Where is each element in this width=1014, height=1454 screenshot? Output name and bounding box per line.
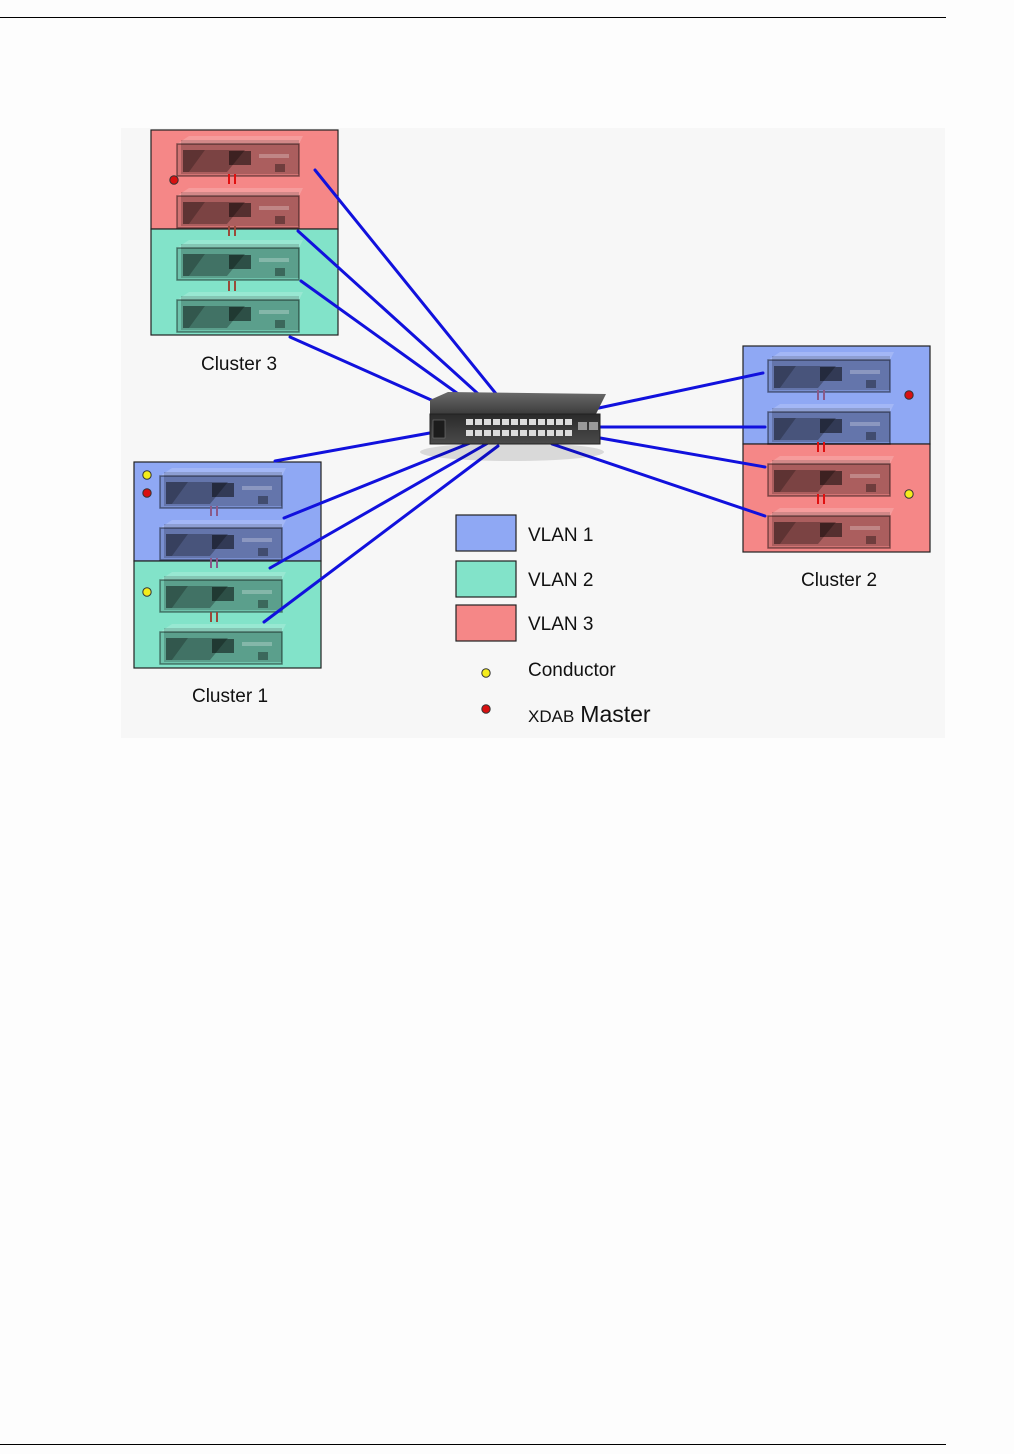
link-line: [262, 444, 500, 624]
xdab-master-dot-icon: [142, 488, 152, 498]
storage-array-icon: [176, 239, 304, 281]
link-line: [282, 437, 482, 520]
storage-array-icon: [176, 291, 304, 333]
legend: VLAN 1 VLAN 2 VLAN 3 Conductor XDAB Maste…: [455, 514, 651, 727]
stack-link-icon: [817, 442, 825, 504]
xdab-master-dot-icon: [481, 704, 491, 714]
stack-link-icon: [210, 612, 218, 622]
legend-xdab-suffix: Master: [580, 701, 651, 727]
cluster-3: Cluster 3: [150, 129, 339, 375]
cluster-1-caption: Cluster 1: [192, 686, 268, 707]
storage-array-icon: [176, 187, 304, 229]
legend-xdab-master-label: XDAB Master: [528, 701, 651, 727]
conductor-dot-icon: [904, 489, 914, 499]
network-switch-icon: [420, 392, 606, 461]
legend-vlan1-label: VLAN 1: [528, 525, 593, 546]
stack-link-icon: [817, 390, 825, 400]
storage-array-icon: [159, 519, 287, 561]
storage-array-icon: [159, 571, 287, 613]
xdab-master-dot-icon: [169, 175, 179, 185]
legend-vlan2-label: VLAN 2: [528, 570, 593, 591]
legend-vlan3-label: VLAN 3: [528, 614, 593, 635]
legend-vlan2-swatch: [455, 560, 517, 598]
link-line: [550, 442, 767, 518]
legend-conductor-label: Conductor: [528, 660, 616, 681]
cluster-3-caption: Cluster 3: [201, 354, 277, 375]
xdab-master-dot-icon: [904, 390, 914, 400]
link-line: [268, 441, 490, 570]
storage-array-icon: [159, 623, 287, 665]
cluster-2-caption: Cluster 2: [801, 570, 877, 591]
conductor-dot-icon: [142, 470, 152, 480]
header-rule: [0, 17, 946, 18]
legend-xdab-prefix: XDAB: [528, 707, 574, 726]
cluster-1: Cluster 1: [133, 461, 322, 707]
storage-array-icon: [767, 351, 895, 393]
storage-array-icon: [767, 507, 895, 549]
footer-rule: [0, 1444, 946, 1445]
legend-vlan3-swatch: [455, 604, 517, 642]
conductor-dot-icon: [481, 668, 491, 678]
stack-link-icon: [210, 506, 218, 568]
conductor-dot-icon: [142, 587, 152, 597]
stack-link-icon: [228, 226, 236, 291]
storage-array-icon: [767, 403, 895, 445]
stack-link-icon: [228, 174, 236, 184]
legend-vlan1-swatch: [455, 514, 517, 552]
link-line: [313, 168, 516, 418]
storage-array-icon: [159, 467, 287, 509]
cluster-2: Cluster 2: [742, 345, 931, 591]
storage-array-icon: [767, 455, 895, 497]
link-line: [296, 229, 509, 422]
storage-array-icon: [176, 135, 304, 177]
